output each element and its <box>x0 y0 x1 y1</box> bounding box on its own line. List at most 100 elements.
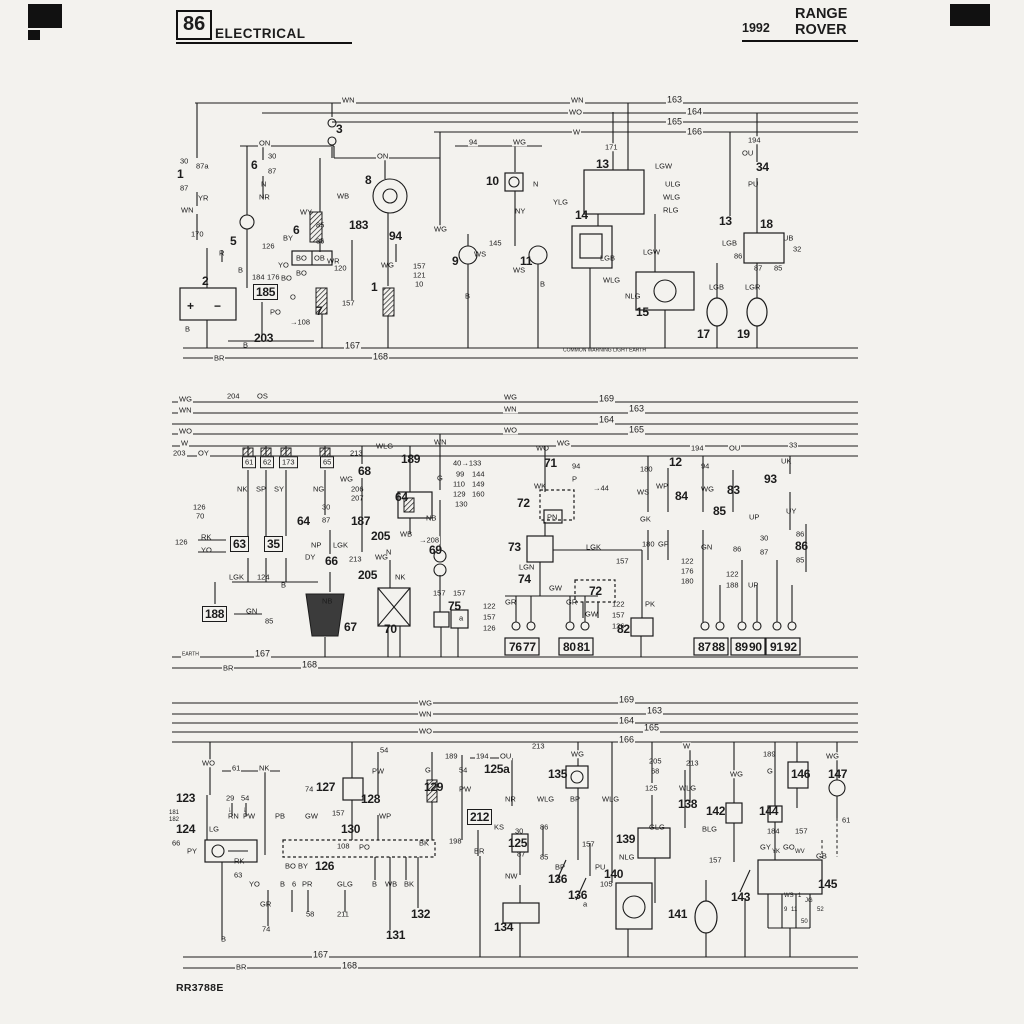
component-number: 35 <box>264 536 283 552</box>
wire-label: WP <box>656 481 669 491</box>
wire-label: WLG <box>603 275 621 285</box>
wire-label: GN <box>246 606 258 616</box>
wire-label: B <box>185 324 191 334</box>
component-number: 83 <box>727 483 740 497</box>
wire-label: RN <box>228 811 239 821</box>
wire-label: LGK <box>229 572 245 582</box>
wire-label: 169 <box>598 393 616 404</box>
wire-label: KS <box>494 822 505 832</box>
wire-label: WO <box>503 425 518 435</box>
wire-label: 157 <box>582 839 595 849</box>
component-number: 77 <box>523 640 536 654</box>
wire-label: 70 <box>196 511 205 521</box>
wire-label: UB <box>783 233 794 243</box>
wire-label: N <box>386 547 392 557</box>
component-number: 135 <box>548 767 568 781</box>
component-number: 129 <box>424 780 444 794</box>
wire-label: 30 <box>180 156 189 166</box>
wire-label: 157 <box>483 612 496 622</box>
wire-label: 182 <box>169 817 180 823</box>
wire-label: UP <box>748 580 759 590</box>
wire-label: BO <box>285 861 296 871</box>
component-number: 125a <box>484 762 510 776</box>
wire-label: 166 <box>618 734 636 745</box>
wire-label: 1 <box>798 893 802 899</box>
component-number: 69 <box>429 543 442 557</box>
wire-label: 126 <box>175 537 188 547</box>
component-number: − <box>214 299 221 313</box>
wire-label: SP <box>256 484 267 494</box>
wire-label: BR <box>213 353 226 363</box>
wire-label: GB <box>816 851 827 861</box>
component-number: 85 <box>713 504 726 518</box>
wire-label: YO <box>201 545 212 555</box>
component-number: 203 <box>254 331 274 345</box>
wire-label: 68 <box>651 766 660 776</box>
wire-label: GK <box>640 514 651 524</box>
wire-label: NLG <box>619 852 635 862</box>
wire-label: 86 <box>796 529 805 539</box>
wire-label: 170 <box>191 229 204 239</box>
component-number: 1 <box>371 280 378 294</box>
wire-label: a <box>583 899 588 909</box>
wire-label: 86 <box>734 251 743 261</box>
wire-label: GLG <box>649 822 665 832</box>
wire-label: →44 <box>592 483 610 493</box>
component-number: 88 <box>712 640 725 654</box>
wire-label: WG <box>570 749 585 759</box>
wire-label: PO <box>359 842 370 852</box>
wire-label: 11 <box>791 907 798 913</box>
wire-label: 126 <box>612 621 625 631</box>
component-number: 132 <box>411 907 431 921</box>
wire-label: UK <box>781 456 792 466</box>
component-number: 146 <box>791 767 811 781</box>
wire-label: UY <box>786 506 797 516</box>
wire-label: NB <box>426 513 437 523</box>
wire-label: 157 <box>795 826 808 836</box>
wire-label: SY <box>274 484 285 494</box>
wire-label: 30 <box>268 151 277 161</box>
wire-label: WK <box>534 481 547 491</box>
wire-label: 126 <box>483 623 496 633</box>
wire-label: 122 <box>612 599 625 609</box>
wire-label: 164 <box>618 715 636 726</box>
wire-label: 171 <box>604 142 619 152</box>
section-title: ELECTRICAL <box>215 26 306 41</box>
component-number: 18 <box>760 217 773 231</box>
wire-label: 165 <box>643 722 661 733</box>
wire-label: 74 <box>305 784 314 794</box>
component-number: 188 <box>202 606 228 622</box>
wire-label: WN <box>434 437 447 447</box>
wire-label: WB <box>400 529 413 539</box>
component-number: 139 <box>616 832 636 846</box>
component-number: 89 <box>735 640 748 654</box>
wire-label: BP <box>555 862 566 872</box>
wire-label: LGR <box>745 282 761 292</box>
wire-label: PR <box>302 879 313 889</box>
wire-label: 168 <box>301 659 319 670</box>
wire-label: GLG <box>337 879 353 889</box>
wire-label: 33 <box>788 440 799 450</box>
wire-label: LGB <box>600 253 616 263</box>
wire-label: 180 <box>640 464 653 474</box>
wire-label: 166 <box>686 126 704 137</box>
wire-label: WS <box>474 249 487 259</box>
wire-label: 87 <box>517 849 526 859</box>
wire-label: ↓ <box>243 804 247 814</box>
wire-label: 63 <box>234 870 243 880</box>
wire-label: 52 <box>817 907 824 913</box>
wire-label: LGB <box>722 238 738 248</box>
wire-label: WLG <box>679 783 697 793</box>
wire-label: 157 <box>342 298 355 308</box>
wire-label: 169 <box>618 694 636 705</box>
wire-label: GO <box>783 842 795 852</box>
component-number: 92 <box>784 640 797 654</box>
component-number: 3 <box>336 122 343 136</box>
wire-label: 184 <box>252 272 265 282</box>
wire-label: WS <box>784 893 794 899</box>
wire-label: 157 <box>709 855 722 865</box>
wire-label: WO <box>536 443 549 453</box>
wire-label: 87 <box>268 166 277 176</box>
scan-registration-mark <box>28 4 62 28</box>
header-rule <box>176 42 352 44</box>
